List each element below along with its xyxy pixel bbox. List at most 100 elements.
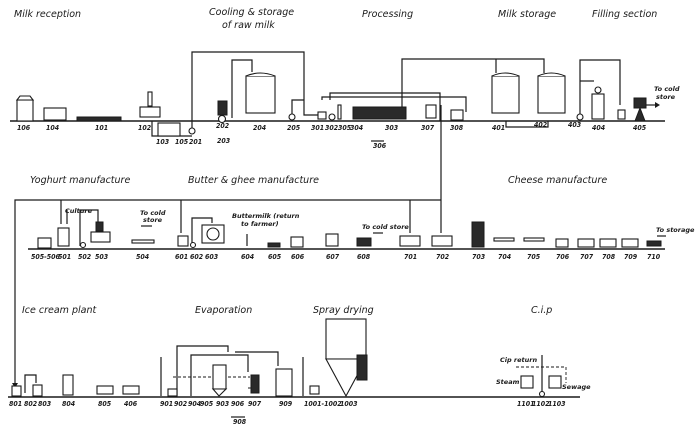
equipment-804 xyxy=(62,374,74,396)
section-title-milk-storage: Milk storage xyxy=(498,9,556,20)
equipment-103 xyxy=(157,122,181,137)
equipment-label: 802 xyxy=(24,400,38,408)
equipment-label: 402 xyxy=(534,121,548,129)
equipment-label: 205 xyxy=(287,124,301,132)
equipment-label: 701 xyxy=(404,253,417,261)
equipment-708 xyxy=(599,238,617,248)
tank-909 xyxy=(275,368,293,397)
separator-307 xyxy=(425,104,437,119)
equipment-label: 501 xyxy=(58,253,71,261)
section-title-cooling-storage-2: of raw milk xyxy=(222,20,275,31)
pump-201 xyxy=(188,127,196,135)
equipment-104 xyxy=(43,107,67,121)
equipment-707 xyxy=(577,238,595,248)
table-704 xyxy=(493,237,515,242)
equipment-406 xyxy=(122,385,140,395)
equipment-label: 703 xyxy=(472,253,486,261)
equipment-label: 102 xyxy=(138,124,152,132)
tank-402 xyxy=(537,75,566,114)
note-to-storage: To storage xyxy=(656,226,695,234)
pipe-evap-3 xyxy=(235,351,279,366)
section-title-cheese: Cheese manufacture xyxy=(508,175,607,186)
churn-603-drum xyxy=(206,227,220,241)
equipment-label: 204 xyxy=(253,124,266,132)
tank-204-top xyxy=(245,72,276,77)
section-title-yoghurt: Yoghurt manufacture xyxy=(30,175,130,186)
spray-dryer-1003-cone xyxy=(325,358,367,398)
row1-labels: 106 104 101 102 103 105 201 202 203 204 … xyxy=(17,121,647,150)
equipment-label: 801 xyxy=(9,400,22,408)
row2-lines xyxy=(12,199,666,388)
packer-405-stand xyxy=(634,106,646,122)
equipment-label: 805 xyxy=(98,400,112,408)
tank-204 xyxy=(245,75,276,114)
note-to-cold-store-2: To cold xyxy=(140,209,166,217)
heat-exchanger-303 xyxy=(352,106,407,120)
equipment-106 xyxy=(16,99,34,122)
equipment-606 xyxy=(290,236,304,248)
note-to-cold-store-1b: store xyxy=(656,93,676,101)
note-to-cold-store-3: To cold store xyxy=(362,223,409,231)
equipment-label: 303 xyxy=(385,124,399,132)
equipment-label: 605 xyxy=(268,253,282,261)
row3-lines xyxy=(8,345,580,398)
equipment-101 xyxy=(76,116,122,122)
evaporator-903-cone xyxy=(211,388,228,397)
equipment-label: 304 xyxy=(350,124,363,132)
equipment-803 xyxy=(32,384,43,397)
equipment-label: 302 xyxy=(325,124,339,132)
equipment-305 xyxy=(337,104,342,120)
equipment-label: 1102 xyxy=(532,400,550,408)
equipment-label: 608 xyxy=(357,253,371,261)
equipment-label: 305 xyxy=(338,124,352,132)
row3-labels: 801 802 803 804 805 406 901 902 904 905 … xyxy=(9,400,566,426)
equipment-label: 710 xyxy=(647,253,661,261)
equipment-label: 104 xyxy=(46,124,59,132)
pipe-row2-header xyxy=(14,199,441,383)
tank-1103 xyxy=(548,375,562,389)
note-steam: Steam xyxy=(496,378,520,386)
equipment-label: 903 xyxy=(216,400,230,408)
spray-dryer-cyclone xyxy=(356,354,368,381)
section-title-filling: Filling section xyxy=(592,9,657,20)
equipment-801 xyxy=(11,385,22,397)
equipment-label: 101 xyxy=(95,124,108,132)
section-title-milk-reception: Milk reception xyxy=(14,9,81,20)
equipment-901 xyxy=(167,388,178,397)
spray-dryer-1003 xyxy=(325,318,367,360)
pipe-evap-top xyxy=(176,345,229,396)
row2-labels: 505-506 501 502 503 504 601 602 603 604 … xyxy=(31,253,661,261)
equipment-label: 804 xyxy=(62,400,75,408)
equipment-label: 904 xyxy=(188,400,201,408)
equipment-label: 503 xyxy=(95,253,109,261)
press-703 xyxy=(471,221,485,248)
equipment-907 xyxy=(250,374,260,394)
tank-401-top xyxy=(491,72,520,77)
equipment-label: 604 xyxy=(241,253,254,261)
equipment-301 xyxy=(317,111,327,120)
packer-405 xyxy=(633,97,647,109)
equipment-label: 905 xyxy=(200,400,214,408)
note-cip-return: Cip return xyxy=(500,356,537,364)
equipment-label: 306 xyxy=(373,142,387,150)
equipment-601 xyxy=(177,235,189,247)
equipment-label: 601 xyxy=(175,253,188,261)
equipment-label: 907 xyxy=(248,400,262,408)
section-title-cooling-storage: Cooling & storage xyxy=(209,7,294,18)
equipment-label: 707 xyxy=(580,253,594,261)
note-sewage: Sewage xyxy=(562,383,591,391)
equipment-label: 401 xyxy=(492,124,505,132)
equipment-label: 902 xyxy=(174,400,188,408)
section-title-evaporation: Evaporation xyxy=(195,305,252,316)
equipment-label: 708 xyxy=(602,253,616,261)
equipment-label: 403 xyxy=(568,121,582,129)
equipment-label: 202 xyxy=(216,122,230,130)
tank-1101 xyxy=(520,375,534,389)
equipment-label: 702 xyxy=(436,253,450,261)
row3-equipment xyxy=(11,318,562,398)
pipe-storage-bottom xyxy=(505,121,549,128)
equipment-label: 803 xyxy=(38,400,52,408)
note-to-cold-store-2b: store xyxy=(143,216,163,224)
note-culture: Culture xyxy=(65,207,93,215)
section-title-processing: Processing xyxy=(362,9,413,20)
